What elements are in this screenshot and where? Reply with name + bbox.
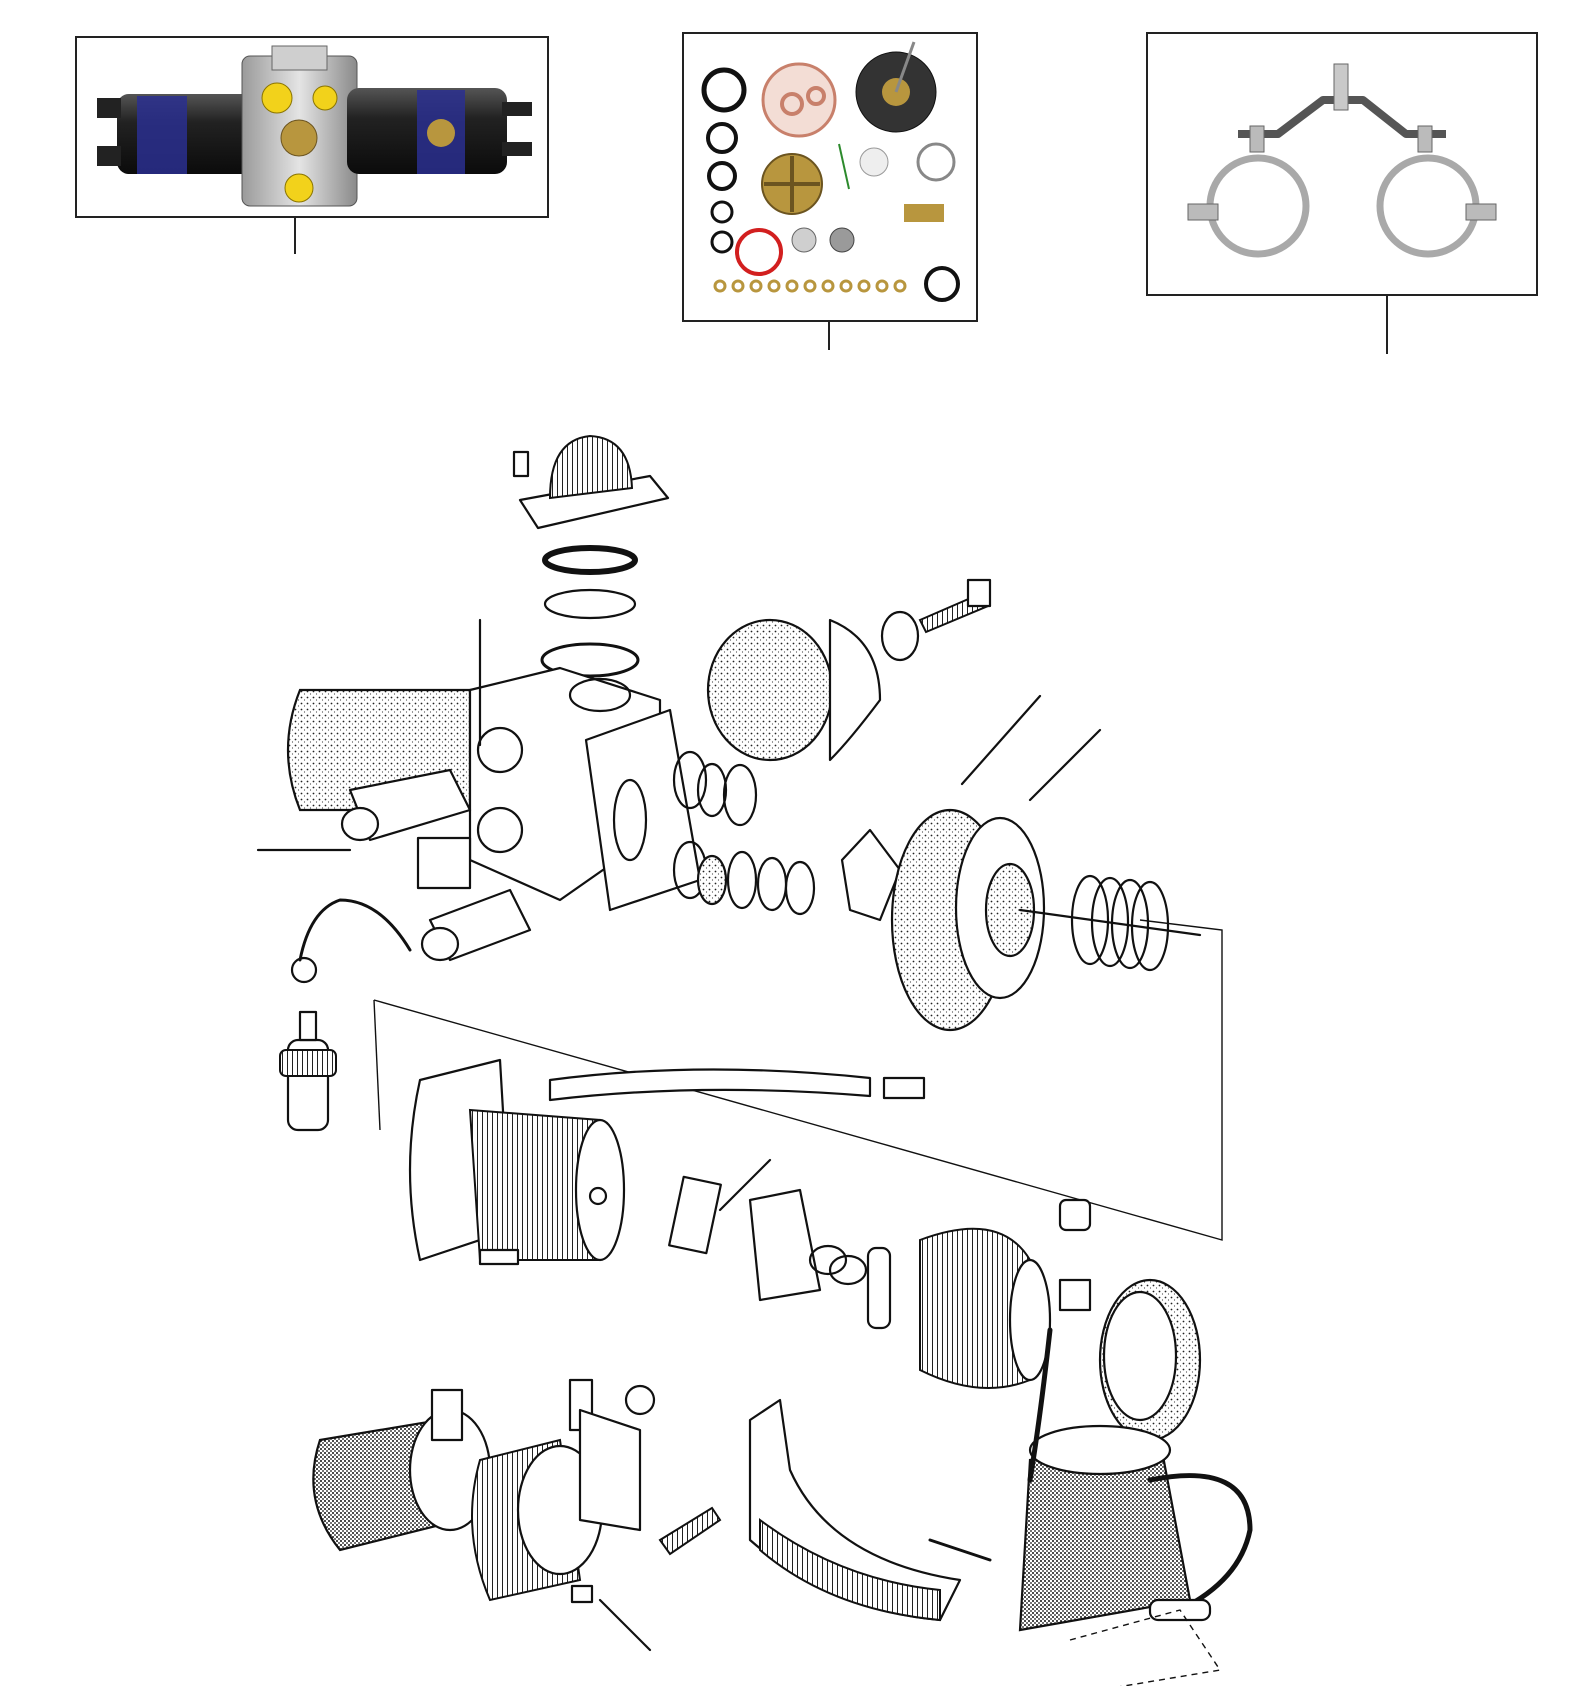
dome-assembly [706,578,992,762]
mounting-bracket-plate [748,1398,962,1622]
coil-housing [408,1058,926,1266]
end-cap [1098,1278,1202,1442]
diaphragm-assembly [840,808,1202,1032]
earth-lead-and-condenser [279,898,412,1132]
leader-line [1386,296,1388,354]
pump-body [286,666,702,962]
rocker-assembly [668,1175,892,1330]
leader-line [294,218,296,254]
fuel-pump-photo-panel[interactable] [75,36,549,218]
repair-kit-photo-panel[interactable] [682,32,978,322]
terminal-body [1018,1424,1253,1686]
contact-breaker-cover [919,1198,1092,1389]
top-cover-group [512,434,670,678]
clamp-bands [312,1378,722,1604]
repair-kit-photo [701,41,960,302]
leader-line [828,322,830,350]
mounting-bracket-photo-panel[interactable] [1146,32,1538,296]
valve-discs [672,750,816,916]
mounting-bracket-photo [1187,63,1497,258]
fuel-pump-photo [97,45,532,207]
